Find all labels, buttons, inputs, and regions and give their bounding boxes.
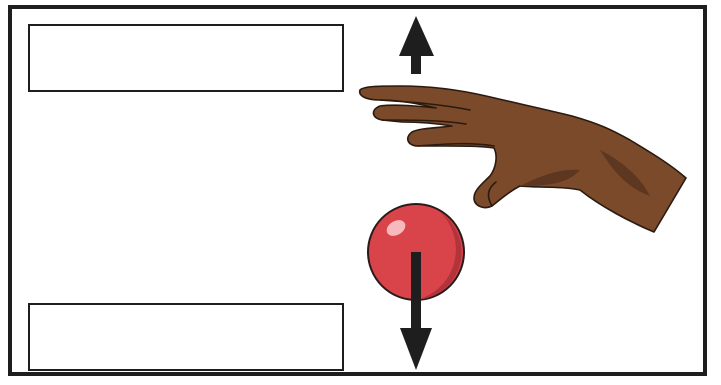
arrow-up-icon bbox=[399, 16, 434, 74]
